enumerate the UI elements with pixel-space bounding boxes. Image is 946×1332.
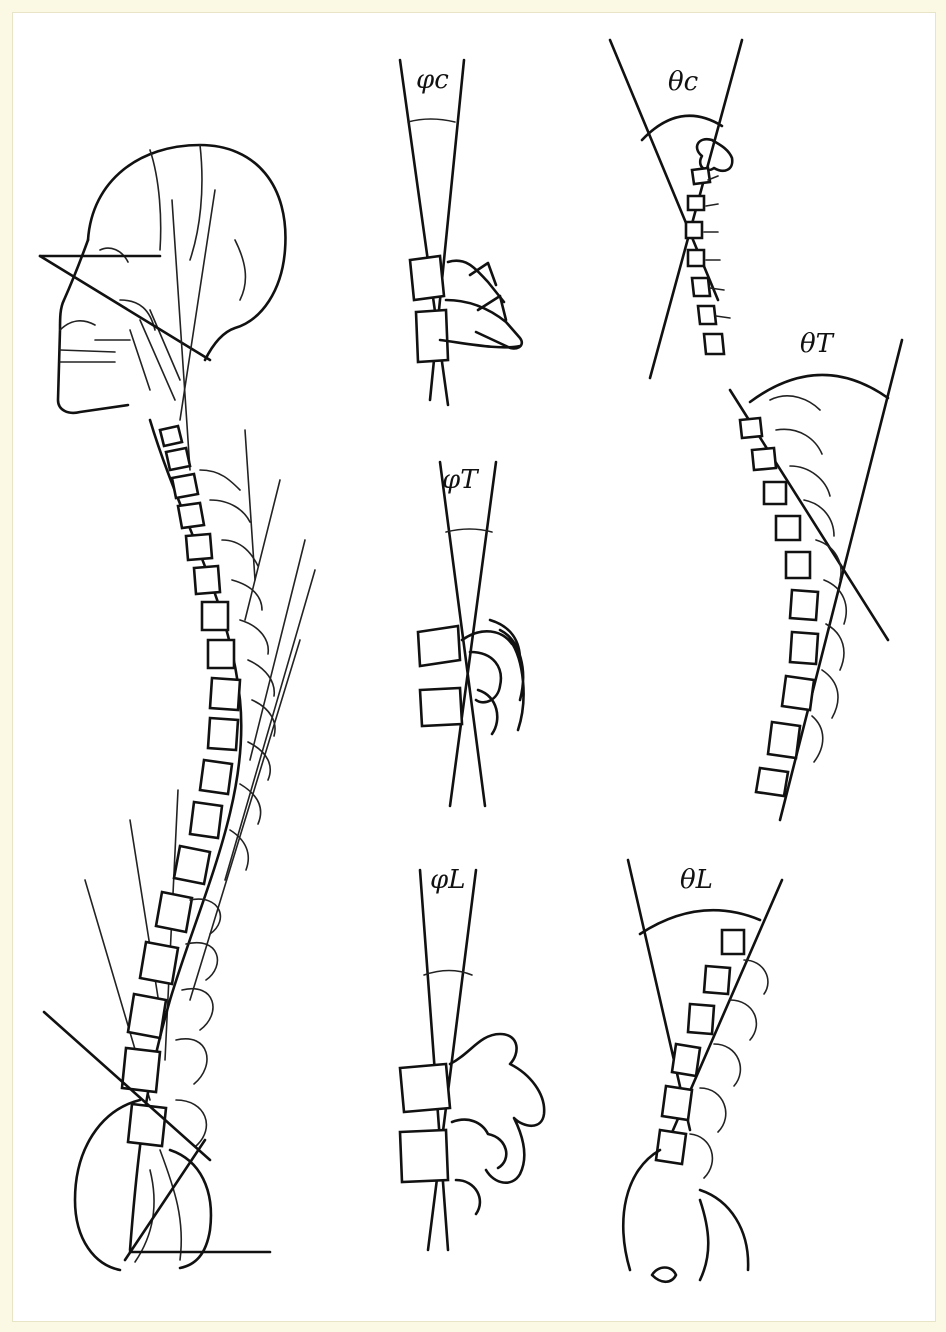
theta-c-label: θc bbox=[668, 67, 699, 97]
theta-l-label: θL bbox=[680, 865, 713, 895]
theta-t-panel: θT bbox=[730, 329, 902, 820]
phi-l-panel: φL bbox=[400, 865, 544, 1250]
phi-t-label: φT bbox=[442, 465, 479, 495]
theta-c-panel: θc bbox=[610, 40, 742, 378]
full-spine-with-skull bbox=[40, 145, 315, 1270]
phi-l-label: φL bbox=[430, 865, 465, 895]
phi-c-panel: φc bbox=[400, 60, 522, 405]
theta-l-panel: θL bbox=[623, 860, 782, 1282]
theta-t-label: θT bbox=[800, 329, 835, 359]
phi-c-label: φc bbox=[416, 65, 449, 95]
phi-t-panel: φT bbox=[418, 462, 524, 806]
